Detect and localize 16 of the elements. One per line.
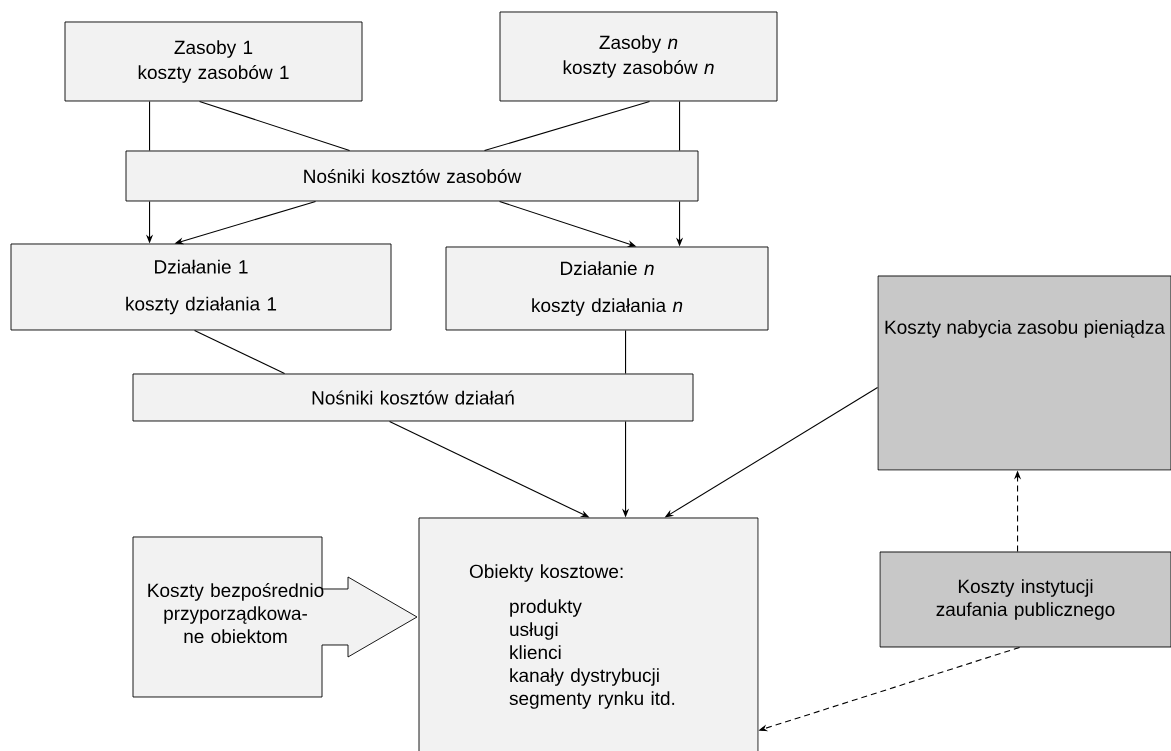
- cost-box: Koszty nabycia zasobu pieniądza: [877, 275, 1171, 471]
- driver-bar: Nośniki kosztów zasobów: [125, 150, 699, 202]
- connector-line: [194, 329, 286, 375]
- resource-box: Zasoby 1 koszty zasobów 1: [64, 21, 363, 102]
- driver-bar: Nośniki kosztów działań: [132, 373, 694, 422]
- activity-box: Działanie n koszty działania n: [445, 246, 769, 331]
- resource-box: Zasoby n koszty zasobów n: [499, 11, 778, 102]
- arrow-box: Koszty bezpośrednio przyporządkowa-ne obiektom: [132, 536, 418, 698]
- connector-line: [199, 100, 351, 152]
- connector-line: [484, 100, 651, 152]
- connector-line: [149, 100, 151, 152]
- activity-box: Działanie 1 koszty działania 1: [10, 243, 392, 331]
- connector-line: [679, 100, 681, 152]
- cost-box: Koszty instytucji zaufania publicznego: [879, 551, 1171, 648]
- cost-object-box: Obiekty kosztowe: produkty usługi klienci kanały dystrybucji segmenty rynku itd.: [418, 517, 759, 751]
- connector-line: [625, 329, 627, 375]
